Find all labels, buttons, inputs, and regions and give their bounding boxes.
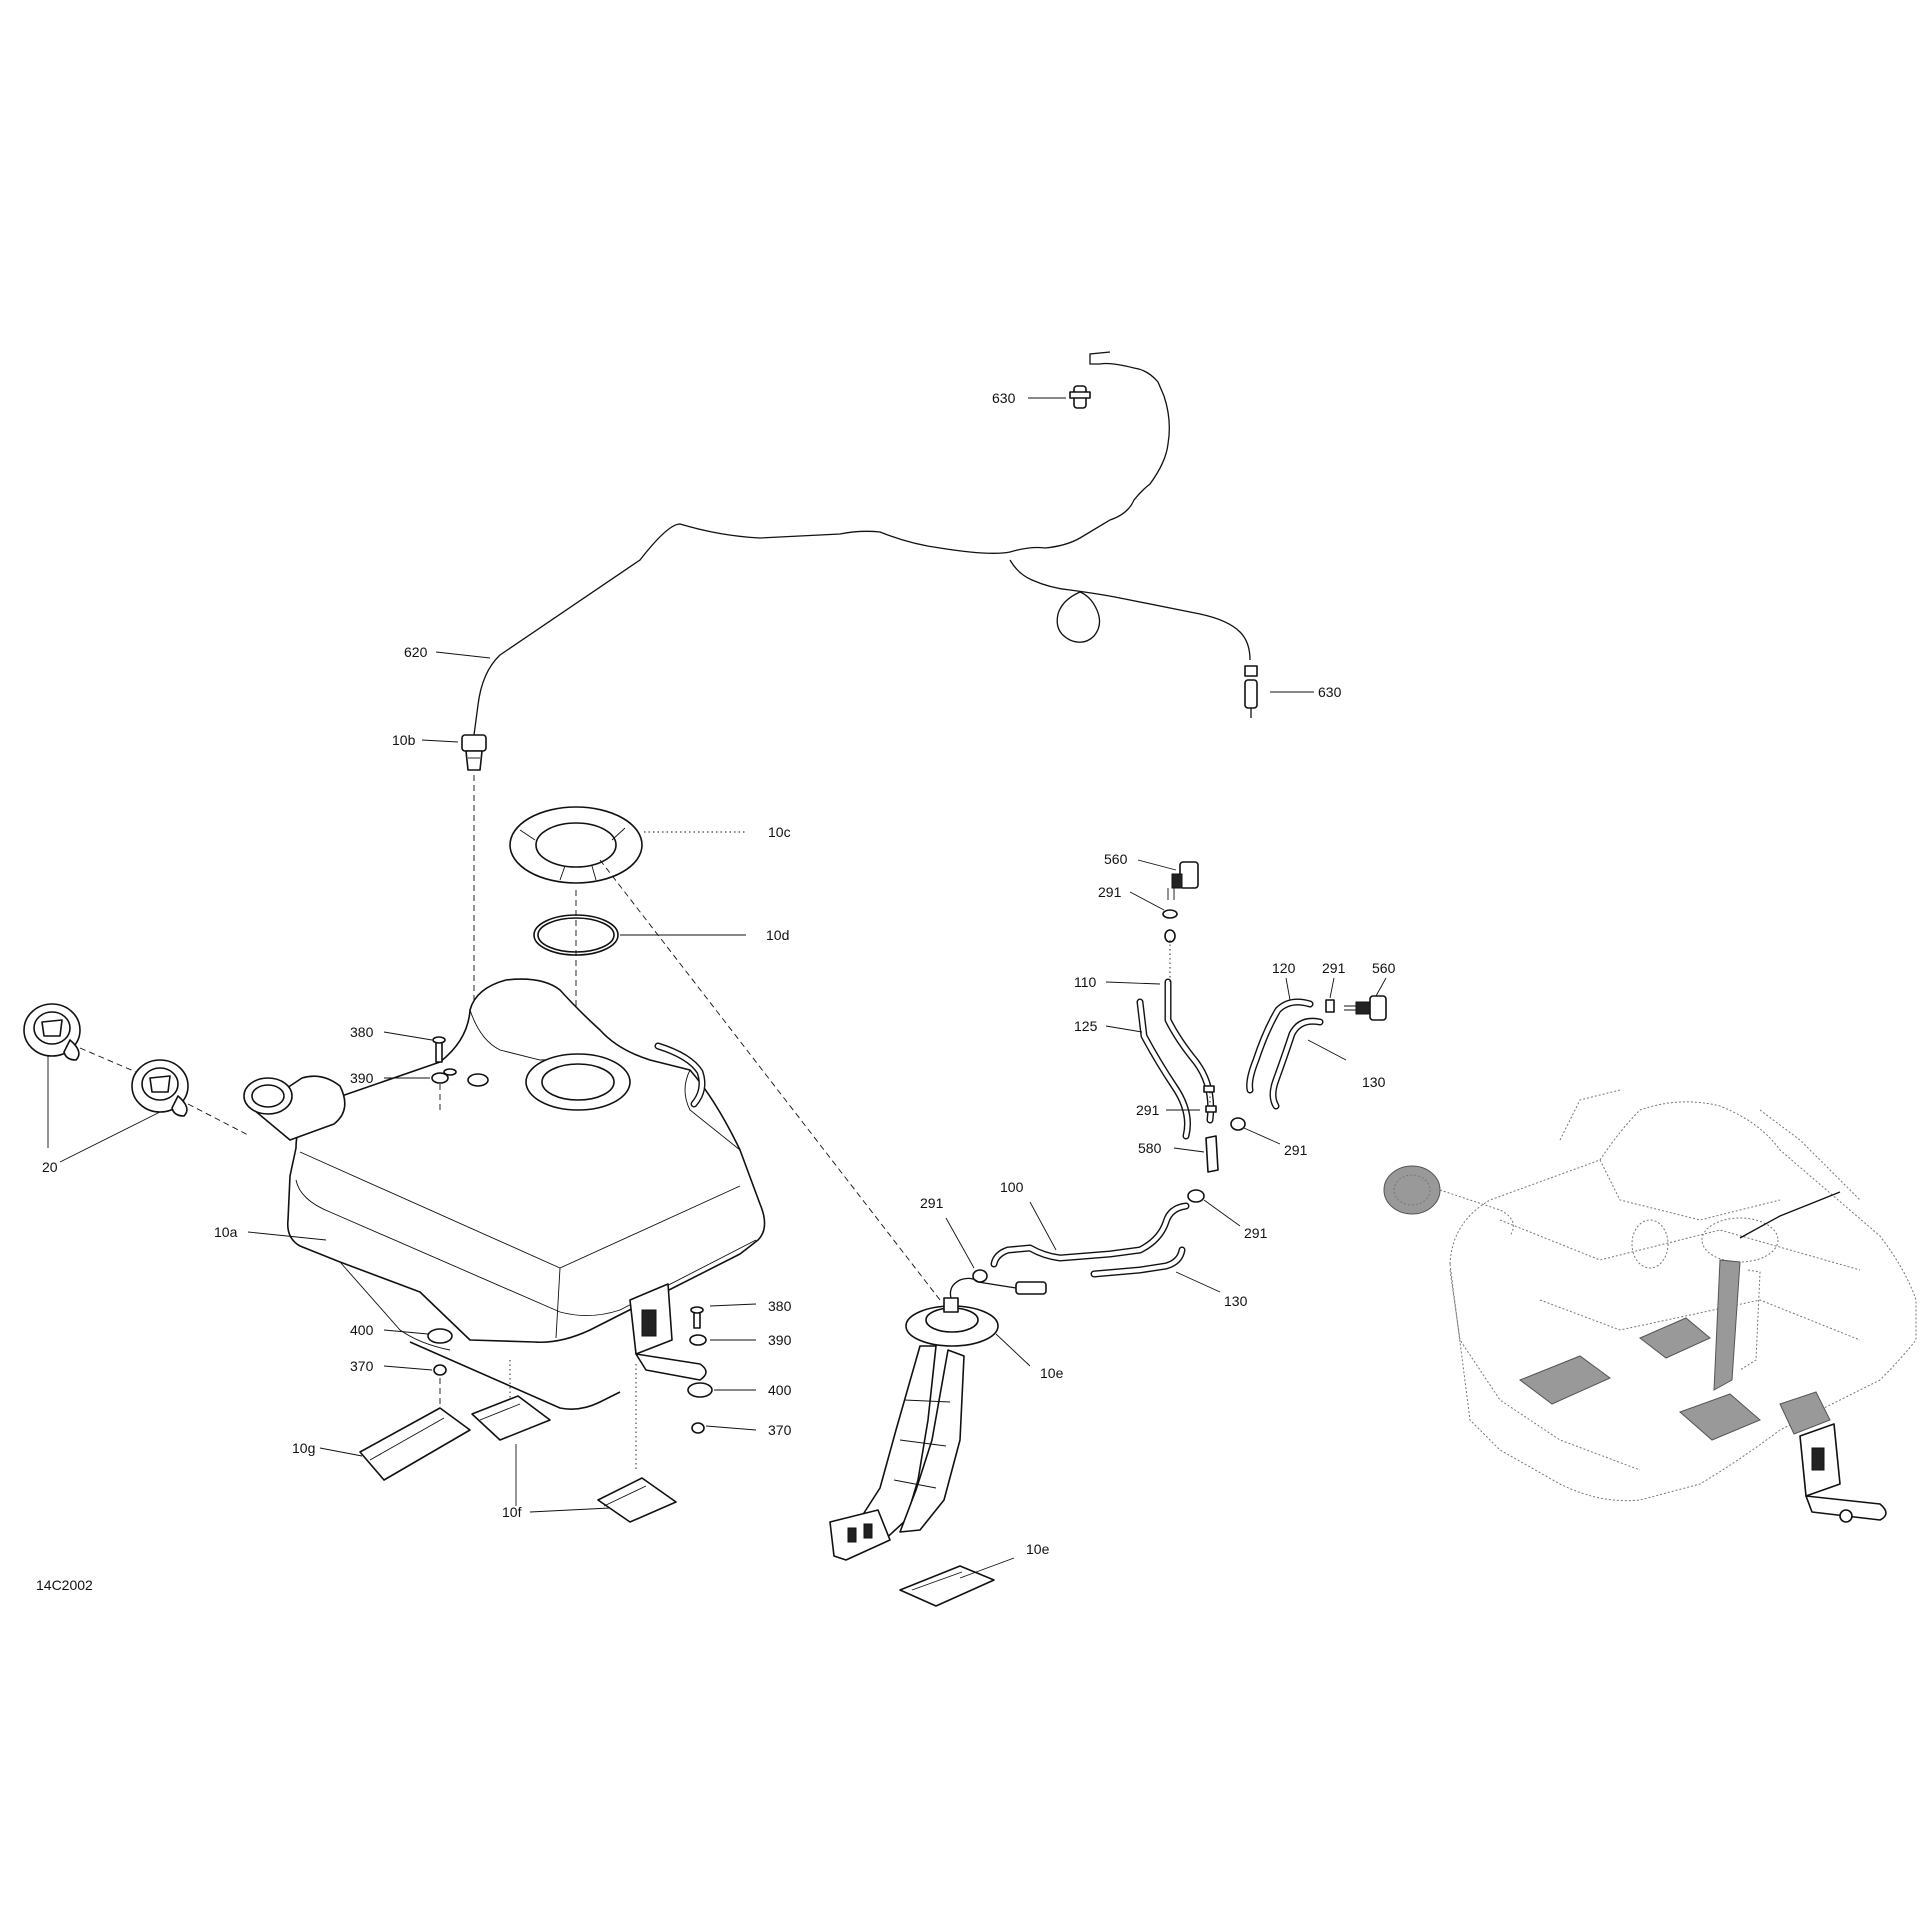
connector-560-top bbox=[1167, 861, 1199, 900]
drawing-code: 14C2002 bbox=[36, 1577, 93, 1593]
hose-130-upper bbox=[1269, 1017, 1324, 1110]
callout-125: 125 bbox=[1074, 1018, 1098, 1034]
fuel-cap-20-right bbox=[131, 1059, 189, 1117]
callout-291-left: 291 bbox=[1284, 1142, 1308, 1158]
callout-370-left: 370 bbox=[350, 1358, 374, 1374]
clamp-291-left bbox=[1230, 1117, 1246, 1131]
hose-130-lower bbox=[1090, 1246, 1186, 1278]
clamp-291-right bbox=[1325, 999, 1335, 1013]
callout-10e-pump: 10e bbox=[1040, 1365, 1064, 1381]
callout-291-mid: 291 bbox=[1136, 1102, 1160, 1118]
filler-neck bbox=[243, 1075, 346, 1141]
fuel-pump-10e bbox=[829, 1277, 1047, 1561]
callout-380-top: 380 bbox=[350, 1024, 374, 1040]
bolt-380-bottom bbox=[690, 1306, 704, 1329]
bolt-380-top bbox=[432, 1036, 446, 1063]
callout-291-lower: 291 bbox=[1244, 1225, 1268, 1241]
washer-390-bottom bbox=[689, 1334, 707, 1346]
pad-10g bbox=[359, 1407, 471, 1481]
hose-125 bbox=[1136, 998, 1191, 1140]
fitting-630-right bbox=[1244, 665, 1258, 718]
clamp-291-top bbox=[1162, 909, 1178, 919]
callout-20: 20 bbox=[42, 1159, 58, 1175]
callout-120: 120 bbox=[1272, 960, 1296, 976]
hose-120 bbox=[1246, 998, 1314, 1094]
callout-620: 620 bbox=[404, 644, 428, 660]
callout-291-top: 291 bbox=[1098, 884, 1122, 900]
callout-400-right: 400 bbox=[768, 1382, 792, 1398]
callout-100: 100 bbox=[1000, 1179, 1024, 1195]
callout-630-top: 630 bbox=[992, 390, 1016, 406]
callout-labels: 630 630 620 10b 10c 10d 380 390 20 10a 4… bbox=[36, 390, 1396, 1593]
nut-370-right bbox=[691, 1422, 705, 1434]
connector-560-right bbox=[1344, 995, 1387, 1021]
tank-hose-stub bbox=[654, 1042, 706, 1108]
callout-400-left: 400 bbox=[350, 1322, 374, 1338]
hose-100 bbox=[990, 1202, 1190, 1268]
callout-580: 580 bbox=[1138, 1140, 1162, 1156]
pad-10f-right bbox=[597, 1477, 677, 1523]
callout-10g: 10g bbox=[292, 1440, 315, 1456]
assembled-view bbox=[1383, 1089, 1917, 1523]
callout-10b: 10b bbox=[392, 732, 416, 748]
fitting-630-top bbox=[1069, 385, 1091, 409]
callout-390-bottom: 390 bbox=[768, 1332, 792, 1348]
vent-hose-620 bbox=[473, 351, 1251, 736]
callout-10a: 10a bbox=[214, 1224, 238, 1240]
fuel-tank-10a bbox=[286, 978, 766, 1410]
rollover-valve-10b bbox=[461, 734, 487, 771]
axis-cap-2 bbox=[187, 1103, 251, 1137]
callout-630-right: 630 bbox=[1318, 684, 1342, 700]
clamp-291-d bbox=[1205, 1105, 1217, 1113]
hose-110 bbox=[1164, 978, 1215, 1124]
axis-pump bbox=[599, 859, 941, 1301]
clamp-291-mid bbox=[1164, 929, 1176, 943]
nut-370-left bbox=[433, 1364, 447, 1376]
callout-560-right: 560 bbox=[1372, 960, 1396, 976]
locking-ring-10c bbox=[509, 806, 643, 884]
washer-400-left bbox=[427, 1328, 453, 1344]
callout-380-bottom: 380 bbox=[768, 1298, 792, 1314]
leader-lines bbox=[47, 397, 1387, 1579]
pad-10f-left bbox=[471, 1395, 551, 1441]
callout-130-lower: 130 bbox=[1224, 1293, 1248, 1309]
callout-560-top: 560 bbox=[1104, 851, 1128, 867]
callout-10c: 10c bbox=[768, 824, 791, 840]
clamp-291-e bbox=[1187, 1189, 1205, 1203]
callout-291-right: 291 bbox=[1322, 960, 1346, 976]
washer-390-top bbox=[431, 1072, 449, 1084]
callout-130-upper: 130 bbox=[1362, 1074, 1386, 1090]
clamp-291-c bbox=[1203, 1085, 1215, 1093]
washer-400-right bbox=[687, 1382, 713, 1398]
axis-cap-1 bbox=[79, 1047, 137, 1073]
callout-291-pump: 291 bbox=[920, 1195, 944, 1211]
fuel-cap-20-left bbox=[23, 1003, 81, 1061]
callout-10f: 10f bbox=[502, 1504, 522, 1520]
callout-10e-filter: 10e bbox=[1026, 1541, 1050, 1557]
connector-580 bbox=[1205, 1135, 1219, 1173]
callout-370-right: 370 bbox=[768, 1422, 792, 1438]
callout-110: 110 bbox=[1074, 974, 1097, 990]
tank-bracket-right bbox=[629, 1283, 707, 1381]
callout-390-top: 390 bbox=[350, 1070, 374, 1086]
filter-pad-10e bbox=[899, 1565, 995, 1607]
callout-10d: 10d bbox=[766, 927, 789, 943]
